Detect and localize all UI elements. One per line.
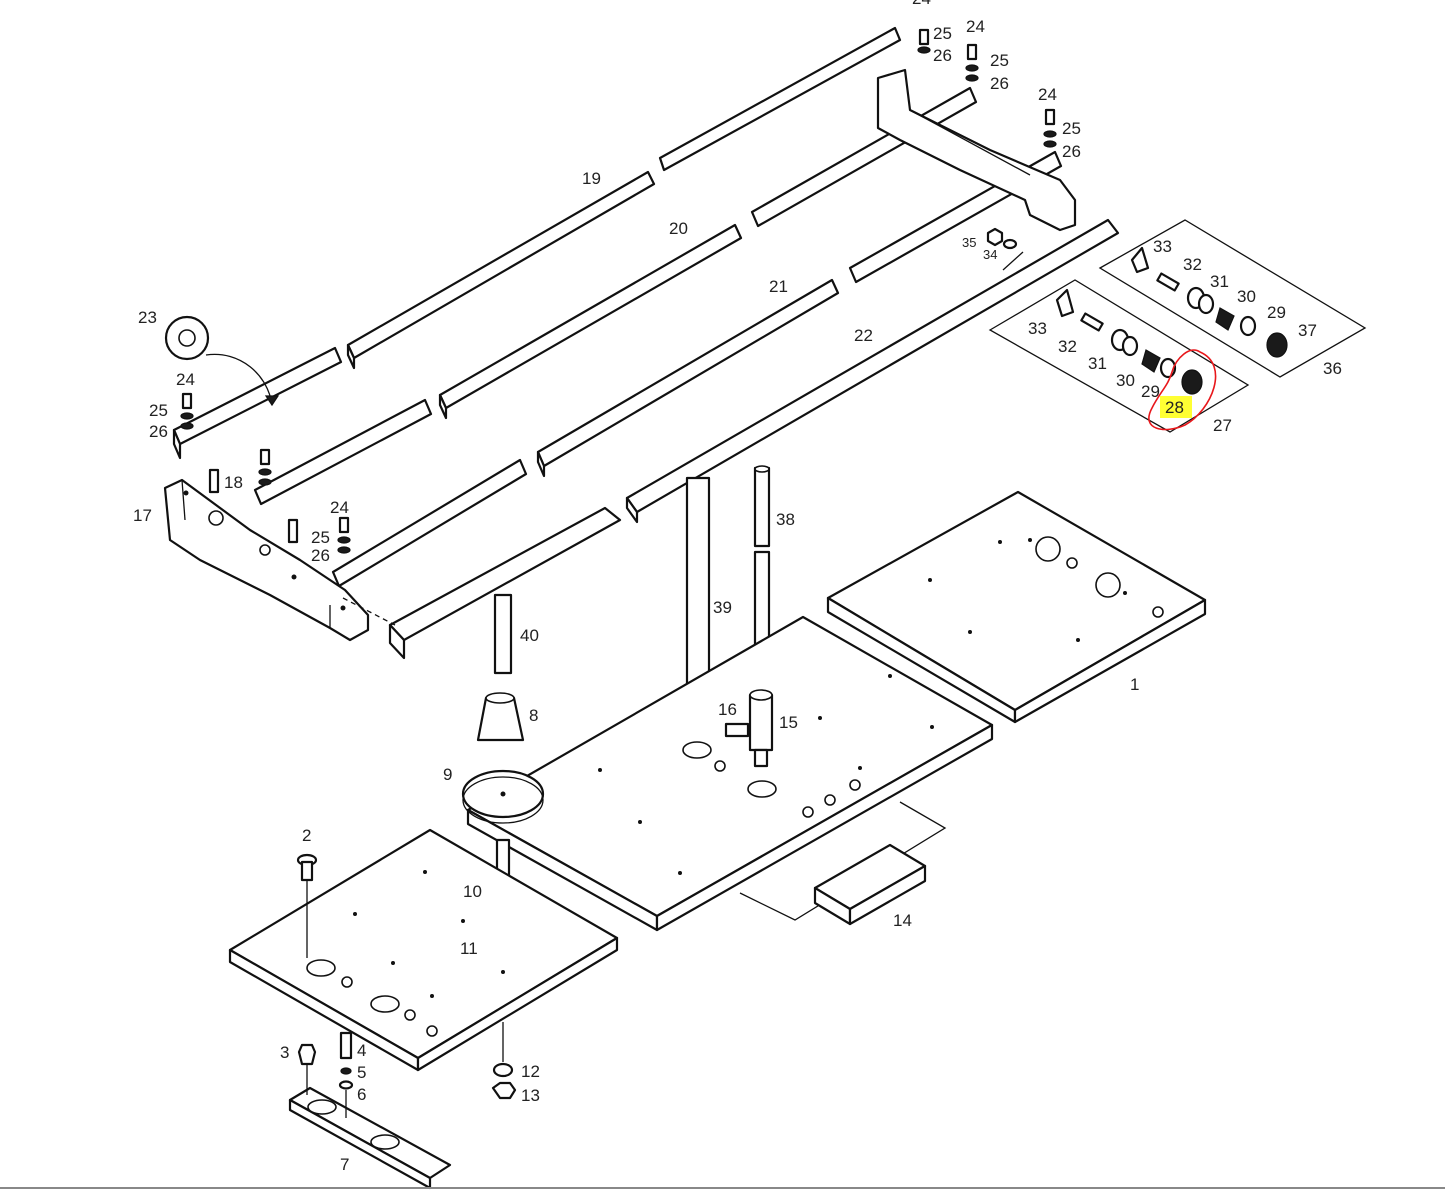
- label-29a: 29: [1141, 382, 1160, 401]
- label-1: 1: [1130, 675, 1139, 694]
- label-39: 39: [713, 598, 732, 617]
- label-10: 10: [463, 882, 482, 901]
- label-18: 18: [224, 473, 243, 492]
- label-36: 36: [1323, 359, 1342, 378]
- label-30a: 30: [1116, 371, 1135, 390]
- label-25d: 25: [990, 51, 1009, 70]
- label-32a: 32: [1058, 337, 1077, 356]
- label-26d: 26: [990, 74, 1009, 93]
- main-plate: [466, 615, 994, 932]
- label-21: 21: [769, 277, 788, 296]
- label-15: 15: [779, 713, 798, 732]
- label-25a: 25: [149, 401, 168, 420]
- label-16: 16: [718, 700, 737, 719]
- block-14: [739, 801, 947, 926]
- label-13: 13: [521, 1086, 540, 1105]
- label-26c: 26: [933, 46, 952, 65]
- rear-bracket: [876, 68, 1077, 232]
- label-12: 12: [521, 1062, 540, 1081]
- part-labels: 1 2 3 4 5 6 7 8 9 10 11 12 13 14 15 16 1…: [133, 0, 1342, 1174]
- label-25e: 25: [1062, 119, 1081, 138]
- label-2: 2: [302, 826, 311, 845]
- label-26e: 26: [1062, 142, 1081, 161]
- lower-plate: [228, 828, 619, 1072]
- rail-19: [172, 26, 902, 460]
- rail-20: [253, 86, 978, 506]
- label-27: 27: [1213, 416, 1232, 435]
- label-7: 7: [340, 1155, 349, 1174]
- label-6: 6: [357, 1085, 366, 1104]
- label-35: 35: [962, 235, 976, 250]
- label-31b: 31: [1210, 272, 1229, 291]
- label-26a: 26: [149, 422, 168, 441]
- strap-7: [288, 1086, 452, 1190]
- label-24b: 24: [330, 498, 349, 517]
- label-25c: 25: [933, 24, 952, 43]
- label-24a: 24: [176, 370, 195, 389]
- label-9: 9: [443, 765, 452, 784]
- label-14: 14: [893, 911, 912, 930]
- label-3: 3: [280, 1043, 289, 1062]
- collet-8: [476, 692, 525, 742]
- label-24e: 24: [1038, 85, 1057, 104]
- label-23: 23: [138, 308, 157, 327]
- label-17: 17: [133, 506, 152, 525]
- bolt-stacks: [180, 28, 1057, 554]
- fasteners-lower: [296, 853, 517, 1118]
- label-29b: 29: [1267, 303, 1286, 322]
- label-30b: 30: [1237, 287, 1256, 306]
- label-28-highlighted: 28: [1165, 398, 1184, 417]
- label-24d: 24: [966, 17, 985, 36]
- label-22: 22: [854, 326, 873, 345]
- assembly-36: [1098, 219, 1367, 378]
- label-33b: 33: [1153, 237, 1172, 256]
- cross-member-40: [342, 506, 622, 675]
- bottom-divider: [0, 1187, 1445, 1189]
- bushing-23-callout: [164, 315, 280, 407]
- label-37: 37: [1298, 321, 1317, 340]
- label-32b: 32: [1183, 255, 1202, 274]
- coupler-15: [724, 689, 774, 768]
- label-11: 11: [460, 939, 478, 958]
- label-31a: 31: [1088, 354, 1107, 373]
- label-20: 20: [669, 219, 688, 238]
- label-26b: 26: [311, 546, 330, 565]
- label-8: 8: [529, 706, 538, 725]
- label-33a: 33: [1028, 319, 1047, 338]
- beam-22: [625, 218, 1120, 524]
- label-24c: 24: [912, 0, 931, 8]
- label-5: 5: [357, 1063, 366, 1082]
- label-38: 38: [776, 510, 795, 529]
- label-19: 19: [582, 169, 601, 188]
- label-40: 40: [520, 626, 539, 645]
- nut-34-35: [986, 227, 1024, 271]
- part-28-highlight: [1148, 349, 1217, 431]
- label-34: 34: [983, 247, 997, 262]
- label-25b: 25: [311, 528, 330, 547]
- panel-1: [826, 490, 1207, 724]
- base-bracket-17: [163, 478, 370, 642]
- disc-9: [461, 769, 545, 824]
- label-4: 4: [357, 1041, 366, 1060]
